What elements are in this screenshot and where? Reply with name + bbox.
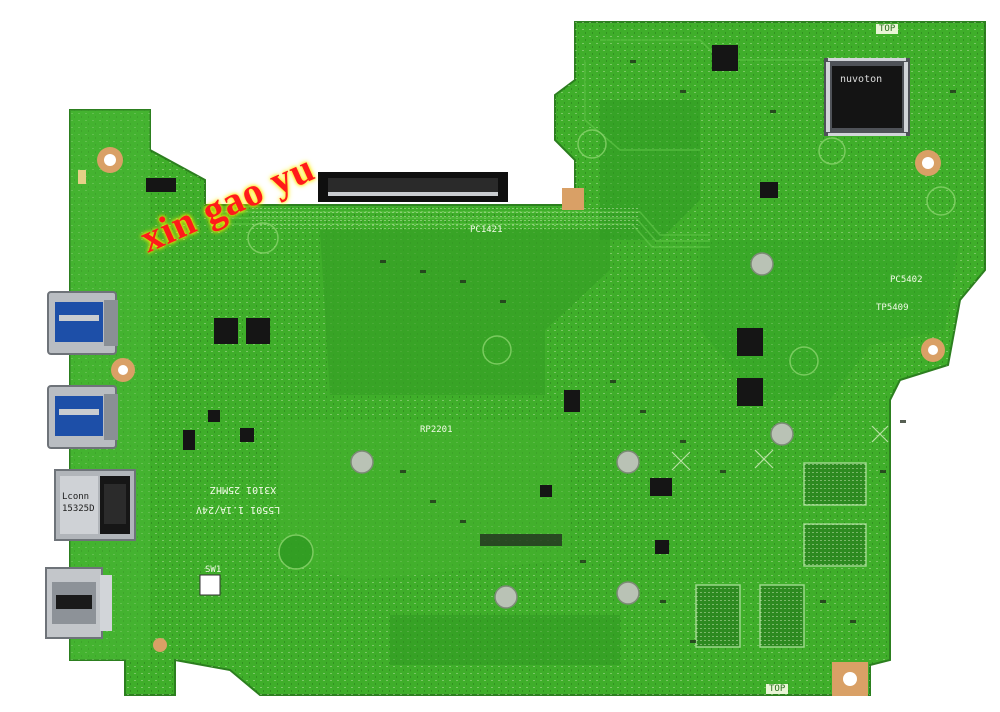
lan-label-1: Lconn xyxy=(62,492,90,502)
mounting-holes xyxy=(97,147,945,696)
hdmi-port xyxy=(45,567,112,639)
screw-pads xyxy=(350,252,794,609)
part-line-1: L5501 1.1A/24V xyxy=(196,504,281,515)
lan-connector xyxy=(54,469,136,541)
ec-chip xyxy=(824,58,910,136)
small-code-3: RP2201 xyxy=(420,425,453,435)
top-mark-2: TOP xyxy=(766,684,789,694)
part-line-2: X3101 25MHZ xyxy=(210,484,277,495)
small-code-1: TP5409 xyxy=(876,303,909,313)
usb-port-1 xyxy=(47,291,118,355)
mosfets xyxy=(78,170,778,554)
small-code-5: PC1421 xyxy=(470,225,503,235)
top-mark-1: TOP xyxy=(876,24,899,34)
small-code-2: PC5402 xyxy=(890,275,923,285)
bga-pads xyxy=(695,462,867,648)
lan-label-2: 15325D xyxy=(62,504,95,514)
ec-chip-brand: nuvoton xyxy=(840,74,883,85)
usb-port-2 xyxy=(47,385,118,449)
small-code-4: SW1 xyxy=(205,565,222,575)
